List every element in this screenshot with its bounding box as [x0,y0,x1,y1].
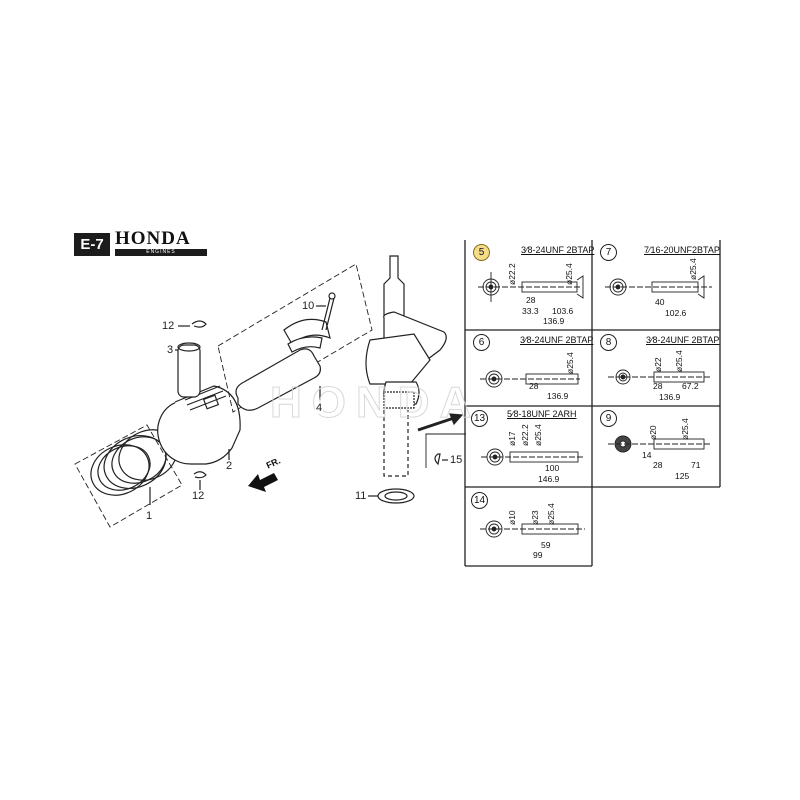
callout-piston-pin[interactable]: 3 [166,344,175,356]
dim-d1: ø23 [530,510,540,525]
dim-l1: 28 [653,460,663,470]
dim-l2: 99 [533,550,543,560]
callout-washer[interactable]: 11 [354,490,368,502]
dim-l1: 40 [655,297,665,307]
variant-cell-7[interactable]: 7 7⁄16-20UNF2BTAP ø25.4 40 102.6 [592,240,720,330]
dim-l2: 136.9 [547,391,569,401]
dim-l3: 136.9 [659,392,681,402]
thread-spec: 7⁄16-20UNF2BTAP [644,245,720,255]
thread-spec: 3⁄8-24UNF 2BTAP [520,335,594,345]
dim-d2: ø25.4 [533,424,543,446]
brand-subtitle: ENGINES [115,249,207,256]
dim-l1: 28 [526,295,536,305]
dim-d2: ø25.4 [674,350,684,372]
brand-name: HONDA [115,228,191,249]
dim-l2: 102.6 [665,308,687,318]
thread-spec: 3⁄8-24UNF 2BTAP [646,335,720,345]
dim-d2: ø25.4 [680,418,690,440]
variant-number-badge: 8 [600,334,617,351]
dim-l1: 100 [545,463,560,473]
variant-cell-9[interactable]: 9 ø20 ø25.4 14 28 71 125 [592,406,720,487]
dim-d2: ø25.4 [564,263,574,285]
variant-cell-6[interactable]: 6 3⁄8-24UNF 2BTAP ø25.4 28 136.9 [465,330,594,406]
dim-d1: ø22 [653,357,663,372]
dim-d2: ø25.4 [565,352,575,374]
dim-l3: 103.6 [552,306,574,316]
dim-l2: 33.3 [522,306,539,316]
variant-cell-8[interactable]: 8 3⁄8-24UNF 2BTAP ø22 ø25.4 28 67.2 136.… [592,330,720,406]
dim-l2: 71 [691,460,701,470]
dim-d1: ø20 [648,425,658,440]
dim-l1: 28 [529,381,539,391]
thread-spec: 5⁄8-18UNF 2ARH [507,409,577,419]
variant-cell-13[interactable]: 13 5⁄8-18UNF 2ARH ø17 ø22.2 ø25.4 100 14… [465,406,592,487]
variant-number-badge: 6 [473,334,490,351]
dim-l1: 28 [653,381,663,391]
callout-piston[interactable]: 2 [225,460,234,472]
variant-cell-14[interactable]: 14 ø10 ø23 ø25.4 59 99 [465,487,592,566]
dim-d2: ø25.4 [546,503,556,525]
dim-d0: ø17 [507,431,517,446]
dim-l3: 125 [675,471,690,481]
dim-d1: ø22.2 [507,263,517,285]
dim-d2: ø25.4 [688,258,698,280]
page-code-badge: E-7 [74,233,110,256]
callout-piston-rings[interactable]: 1 [145,510,154,522]
dim-l4: 136.9 [543,316,565,326]
variant-number-badge: 14 [471,492,488,509]
thread-spec: 3⁄8-24UNF 2BTAP [521,245,595,255]
callout-clip-bottom[interactable]: 12 [191,490,206,502]
callout-rod-bolt[interactable]: 10 [301,300,316,312]
dim-d0: ø10 [507,510,517,525]
variant-number-badge: 7 [600,244,617,261]
variant-number-badge: 5 [473,244,490,261]
dim-l1: 59 [541,540,551,550]
callout-clip-top[interactable]: 12 [161,320,176,332]
callout-key[interactable]: 15 [449,454,464,466]
variant-number-badge: 9 [600,410,617,427]
dim-d1: ø22.2 [520,424,530,446]
callout-connecting-rod[interactable]: 4 [315,402,324,414]
watermark-text: HONDA [269,378,482,428]
variant-number-badge: 13 [471,410,488,427]
dim-l2: 67.2 [682,381,699,391]
dim-l0: 14 [642,450,652,460]
variant-cell-5[interactable]: 5 3⁄8-24UNF 2BTAP ø22.2 ø25.4 28 33.3 10… [465,240,595,330]
dim-l2: 146.9 [538,474,560,484]
brand-logo: HONDA ENGINES [115,228,207,256]
